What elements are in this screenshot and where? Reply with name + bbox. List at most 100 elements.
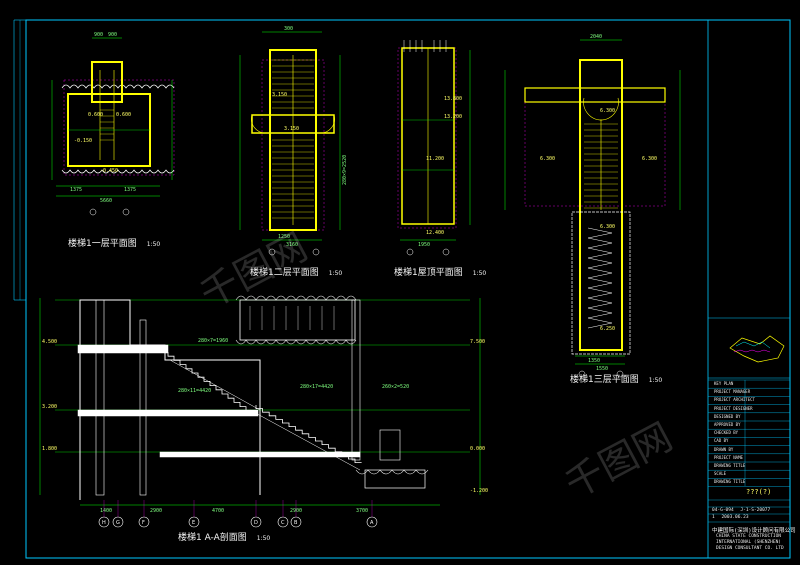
scale-plan-floor1: 1:50: [146, 241, 161, 248]
tb-company-en-1: CHINA STATE CONSTRUCTION: [716, 534, 782, 539]
f1-level-a: 0.600: [88, 112, 103, 118]
f3-level-e: 6.250: [600, 326, 615, 332]
section-flight-c: 280×11=4420: [178, 388, 211, 394]
sheet-border: [25, 19, 791, 559]
title-section-aa: 楼梯1 A-A剖面图 1:50: [178, 530, 270, 543]
f3-level-c: 6.300: [642, 156, 657, 162]
section-level-a: 4.500: [42, 339, 57, 345]
plan-floor2: 300 3.150 3.150 1250 3160 280×9=2520: [239, 26, 348, 256]
f1-level-b: 0.600: [116, 112, 131, 118]
title-plan-roof: 楼梯1屋顶平面图 1:50: [394, 265, 486, 278]
tb-drawing-no: J-1-S-20077: [740, 508, 771, 513]
roof-level-d: 12.400: [426, 230, 444, 236]
plan-floor1: 900 900 1375 1375 5660 0.600 0.600 -0.15…: [51, 32, 175, 216]
axis-label: B: [294, 520, 298, 526]
f3-level-a: 6.300: [600, 108, 615, 114]
roof-bottom-dim: 1950: [418, 242, 430, 248]
f2-level-b: 3.150: [284, 126, 299, 132]
roof-level-c: 11.200: [426, 156, 444, 162]
scale-section-aa: 1:50: [256, 535, 271, 542]
scale-plan-roof: 1:50: [472, 270, 487, 277]
title-plan-floor2: 楼梯1二层平面图 1:50: [250, 265, 342, 278]
f2-bottom-dim: 1250: [278, 234, 290, 240]
axis-label: A: [370, 520, 374, 526]
f3-bottom-dim-b: 1550: [596, 366, 608, 372]
tb-field: APPROVED BY: [714, 422, 741, 428]
section-level-b: 3.200: [42, 404, 57, 410]
axis-label: C: [281, 520, 285, 526]
title-plan-roof-text: 楼梯1屋顶平面图: [394, 268, 463, 278]
tb-project-no: 04-G-094: [712, 508, 734, 513]
scale-plan-floor2: 1:50: [328, 270, 343, 277]
section-flight-b: 280×17=4420: [300, 384, 333, 390]
title-block-fields: KEY PLAN PROJECT MANAGER PROJECT ARCHITE…: [714, 380, 755, 487]
tb-field: SCALE: [714, 471, 727, 477]
tb-rev: 1: [712, 515, 715, 520]
f1-top-dim-a: 900: [94, 32, 103, 38]
f1-level-c: -0.150: [74, 138, 92, 144]
f2-overall-dim: 3160: [286, 242, 298, 248]
f1-bottom-dim-b: 1375: [124, 187, 136, 193]
plan-floor3: 2040 6.300 6.300 6.300 6.300 6.250 1350 …: [504, 34, 681, 378]
axis-label: F: [142, 520, 145, 526]
section-bay-2: 2900: [150, 508, 162, 514]
title-block: [708, 335, 790, 523]
roof-level-b: 13.200: [444, 114, 462, 120]
scale-plan-floor3: 1:50: [648, 377, 663, 384]
tb-field: CAD BY: [714, 438, 729, 444]
axis-label: E: [192, 520, 195, 526]
tb-company-cn: 中建国际(深圳)设计顾问有限公司: [712, 528, 796, 534]
tb-field: KEY PLAN: [714, 381, 734, 386]
tb-field: PROJECT DESIGNER: [714, 405, 753, 411]
tb-field: PROJECT MANAGER: [714, 389, 751, 395]
title-plan-floor3-text: 楼梯1三层平面图: [570, 375, 639, 385]
f1-level-d: -0.450: [100, 168, 118, 174]
f3-bottom-dim-a: 1350: [588, 358, 600, 364]
f1-overall-dim: 5660: [100, 198, 112, 204]
tb-field: CHECKED BY: [714, 430, 739, 436]
f3-level-d: 6.300: [600, 224, 615, 230]
f2-level-a: 3.150: [272, 92, 287, 98]
tb-field: PROJECT NAME: [714, 454, 743, 460]
key-plan: [729, 335, 785, 363]
tb-company-en: CHINA STATE CONSTRUCTION INTERNATIONAL (…: [716, 534, 784, 552]
axis-label: D: [254, 520, 258, 526]
section-level-d: 0.000: [470, 446, 485, 452]
section-level-c: 1.800: [42, 446, 57, 452]
tb-field: PROJECT ARCHITECT: [714, 397, 755, 403]
tb-field: DRAWING TITLE: [714, 479, 746, 485]
roof-level-a: 13.800: [444, 96, 462, 102]
plan-roof: 13.800 13.200 11.200 12.400 1950: [397, 40, 471, 256]
title-plan-floor2-text: 楼梯1二层平面图: [250, 268, 319, 278]
f1-bottom-dim-a: 1375: [70, 187, 82, 193]
tb-stamp: ???(?): [746, 488, 772, 496]
axis-label: H: [102, 520, 106, 526]
tb-field: DESIGNED BY: [714, 413, 741, 419]
f2-top-dim: 300: [284, 26, 293, 32]
section-aa: 1400 2900 4700 2900 3700 280×7=1960 280×…: [39, 295, 488, 528]
tb-field: DRAWN BY: [714, 446, 734, 452]
tb-date: 2003.06.23: [721, 515, 749, 520]
section-bay-3: 4700: [212, 508, 224, 514]
section-bay-1: 1400: [100, 508, 112, 514]
title-plan-floor1-text: 楼梯1一层平面图: [68, 239, 137, 249]
title-plan-floor3: 楼梯1三层平面图 1:50: [570, 372, 662, 385]
f2-flight-dim: 280×9=2520: [342, 155, 348, 185]
section-flight-d: 260×2=520: [382, 384, 409, 390]
f1-top-dim-b: 900: [108, 32, 117, 38]
axis-label: G: [116, 520, 120, 526]
section-level-e: -1.200: [470, 488, 488, 494]
title-plan-floor1: 楼梯1一层平面图 1:50: [68, 236, 160, 249]
f3-level-b: 6.300: [540, 156, 555, 162]
f3-top-dim: 2040: [590, 34, 602, 40]
tb-field: DRAWING TITLE: [714, 463, 746, 469]
tb-company-en-3: DESIGN CONSULTANT CO. LTD: [716, 546, 784, 551]
section-level-f: 7.500: [470, 339, 485, 345]
tb-date-row: 1 2003.06.23: [712, 515, 749, 520]
tb-company-en-2: INTERNATIONAL (SHENZHEN): [716, 540, 782, 545]
tb-project-row: 04-G-094 J-1-S-20077: [712, 508, 770, 513]
section-bay-5: 3700: [356, 508, 368, 514]
section-flight-a: 280×7=1960: [198, 338, 228, 344]
title-section-aa-text: 楼梯1 A-A剖面图: [178, 533, 247, 543]
